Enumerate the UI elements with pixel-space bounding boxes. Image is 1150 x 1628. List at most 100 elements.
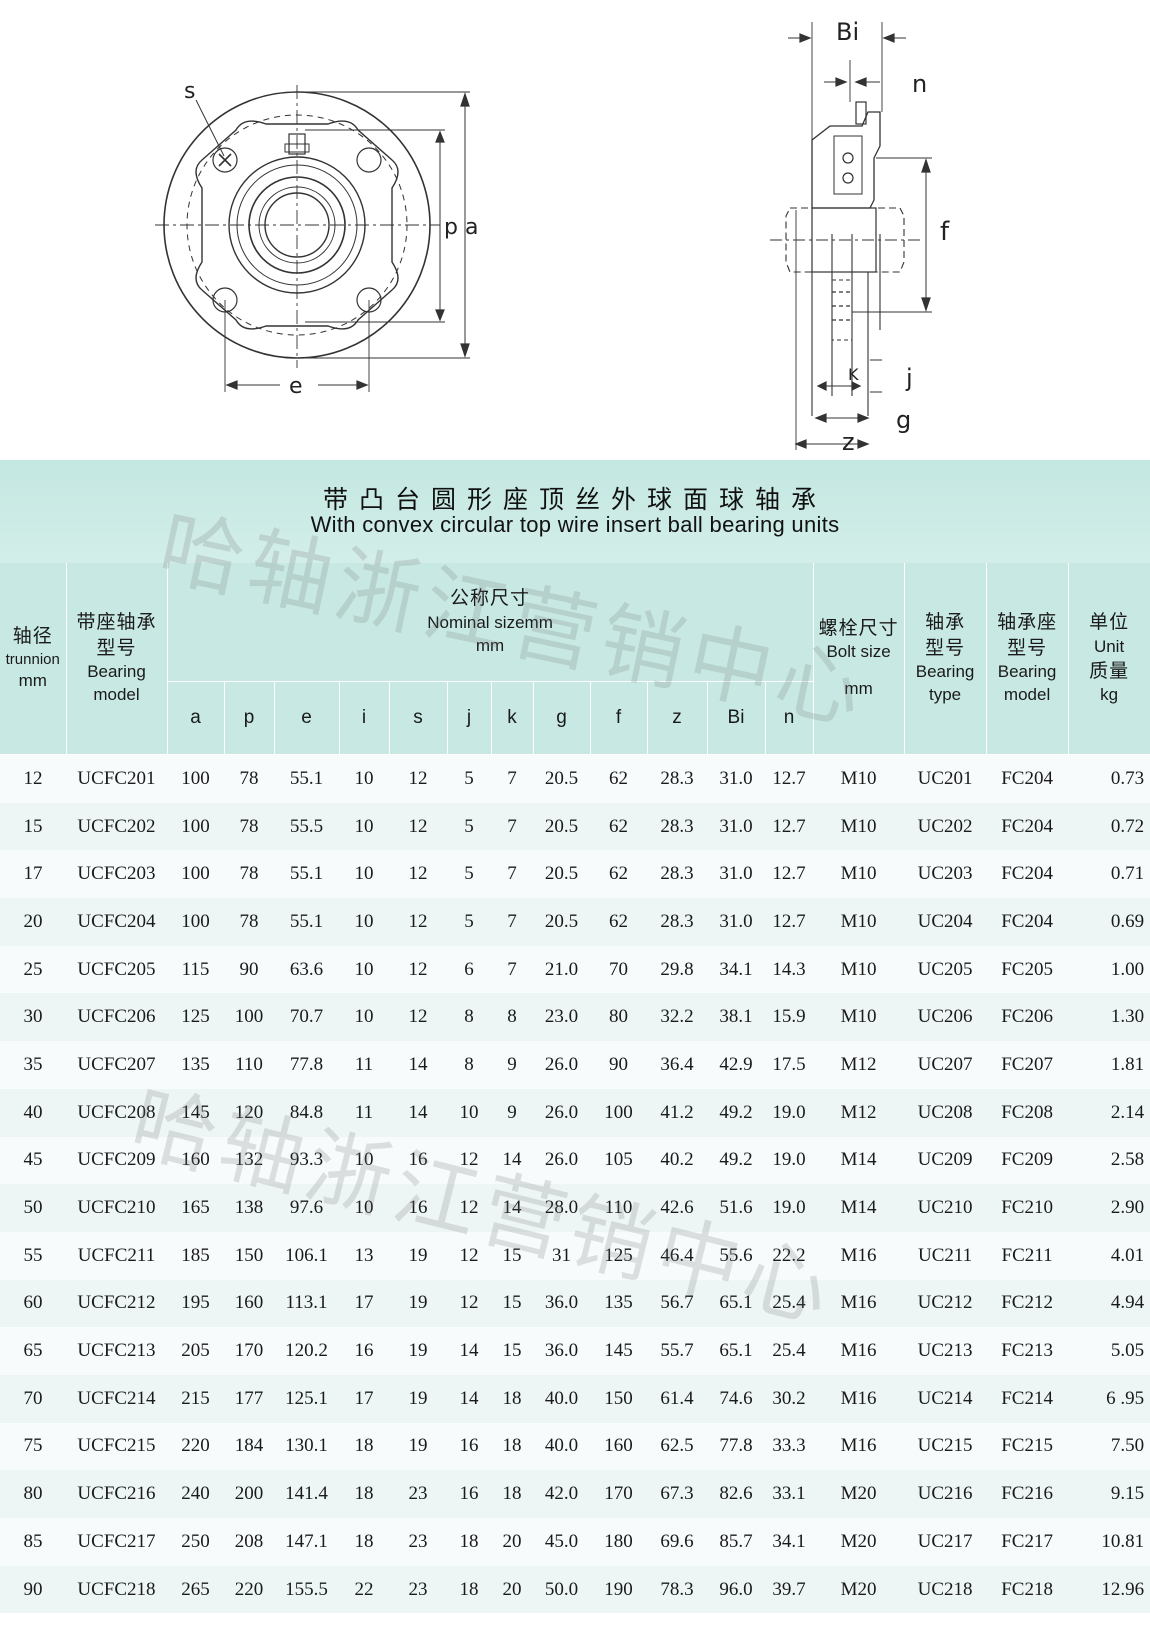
- table-cell: 62: [590, 898, 647, 946]
- table-cell: UCFC217: [66, 1518, 167, 1566]
- table-cell: 5: [447, 898, 491, 946]
- table-cell: 100: [167, 850, 224, 899]
- table-cell: FC204: [986, 754, 1069, 803]
- table-cell: 19: [389, 1327, 447, 1375]
- table-cell: 28.3: [647, 850, 707, 899]
- table-cell: 23.0: [533, 993, 590, 1042]
- table-cell: 5: [447, 850, 491, 899]
- table-cell: 55.1: [274, 898, 339, 946]
- table-cell: 14: [491, 1136, 533, 1185]
- table-cell: 36.0: [533, 1327, 590, 1375]
- table-cell: 120.2: [274, 1327, 339, 1375]
- table-cell: 10: [447, 1088, 491, 1137]
- table-cell: 5: [447, 802, 491, 851]
- table-cell: 11: [339, 1088, 389, 1137]
- table-cell: 220: [167, 1422, 224, 1471]
- table-cell: UC204: [904, 898, 987, 946]
- table-cell: 10: [339, 1184, 389, 1232]
- table-cell: 138: [224, 1184, 274, 1232]
- header-dim-g: g: [533, 681, 591, 755]
- table-cell: 150: [224, 1231, 274, 1280]
- table-cell: M16: [813, 1327, 905, 1375]
- table-cell: 49.2: [707, 1136, 765, 1185]
- table-cell: 18: [491, 1422, 533, 1471]
- table-cell: 33.3: [765, 1422, 814, 1471]
- table-cell: 80: [0, 1470, 66, 1518]
- table-cell: 23: [389, 1470, 447, 1518]
- table-cell: UCFC207: [66, 1041, 167, 1089]
- table-cell: 19: [389, 1374, 447, 1423]
- table-cell: 60: [0, 1279, 66, 1328]
- table-cell: 19.0: [765, 1184, 814, 1232]
- table-cell: 125.1: [274, 1374, 339, 1423]
- table-cell: 265: [167, 1565, 224, 1614]
- table-cell: FC209: [986, 1136, 1069, 1185]
- header-dim-e: e: [274, 681, 340, 755]
- table-cell: 6 .95: [1068, 1374, 1150, 1423]
- spec-section: 带凸台圆形座顶丝外球面球轴承 With convex circular top …: [0, 460, 1150, 1628]
- table-cell: 208: [224, 1518, 274, 1566]
- table-cell: UCFC210: [66, 1184, 167, 1232]
- table-cell: 18: [491, 1374, 533, 1423]
- table-cell: 42.0: [533, 1470, 590, 1518]
- table-cell: 15: [491, 1279, 533, 1328]
- table-cell: 62: [590, 802, 647, 851]
- table-cell: 34.1: [765, 1518, 814, 1566]
- table-cell: 25: [0, 945, 66, 994]
- table-cell: 33.1: [765, 1470, 814, 1518]
- table-cell: 45: [0, 1136, 66, 1185]
- table-cell: UCFC215: [66, 1422, 167, 1471]
- table-cell: UC207: [904, 1041, 987, 1089]
- table-cell: 120: [224, 1088, 274, 1137]
- table-cell: 215: [167, 1374, 224, 1423]
- header-bolt-size: 螺栓尺寸 Bolt size mm: [813, 563, 905, 755]
- table-cell: 250: [167, 1518, 224, 1566]
- table-cell: 28.3: [647, 754, 707, 803]
- table-cell: FC204: [986, 802, 1069, 851]
- table-cell: FC217: [986, 1518, 1069, 1566]
- table-cell: 115: [167, 945, 224, 994]
- table-cell: 20: [491, 1565, 533, 1614]
- table-cell: 12: [389, 754, 447, 803]
- table-cell: 65.1: [707, 1279, 765, 1328]
- table-cell: M16: [813, 1231, 905, 1280]
- table-cell: 5: [447, 754, 491, 803]
- table-cell: 75: [0, 1422, 66, 1471]
- header-dim-p: p: [224, 681, 275, 755]
- table-cell: 1.00: [1068, 945, 1150, 994]
- table-cell: FC207: [986, 1041, 1069, 1089]
- table-cell: 78.3: [647, 1565, 707, 1614]
- table-cell: 21.0: [533, 945, 590, 994]
- table-cell: 20.5: [533, 898, 590, 946]
- table-cell: 55.7: [647, 1327, 707, 1375]
- table-cell: 15: [491, 1231, 533, 1280]
- table-cell: 78: [224, 850, 274, 899]
- header-dim-j: j: [447, 681, 492, 755]
- table-cell: 20: [0, 898, 66, 946]
- table-cell: 31.0: [707, 850, 765, 899]
- table-cell: 125: [167, 993, 224, 1042]
- table-cell: 32.2: [647, 993, 707, 1042]
- table-cell: FC214: [986, 1374, 1069, 1423]
- table-cell: 26.0: [533, 1088, 590, 1137]
- header-dim-z: z: [647, 681, 708, 755]
- table-cell: UC205: [904, 945, 987, 994]
- front-view: [155, 85, 470, 392]
- table-cell: 10: [339, 1136, 389, 1185]
- table-cell: 7.50: [1068, 1422, 1150, 1471]
- table-cell: UCFC203: [66, 850, 167, 899]
- table-cell: 100: [167, 898, 224, 946]
- table-cell: 185: [167, 1231, 224, 1280]
- table-cell: 78: [224, 802, 274, 851]
- table-cell: 160: [224, 1279, 274, 1328]
- table-cell: 12: [0, 754, 66, 803]
- table-cell: 10: [339, 945, 389, 994]
- table-cell: 18: [491, 1470, 533, 1518]
- table-cell: 184: [224, 1422, 274, 1471]
